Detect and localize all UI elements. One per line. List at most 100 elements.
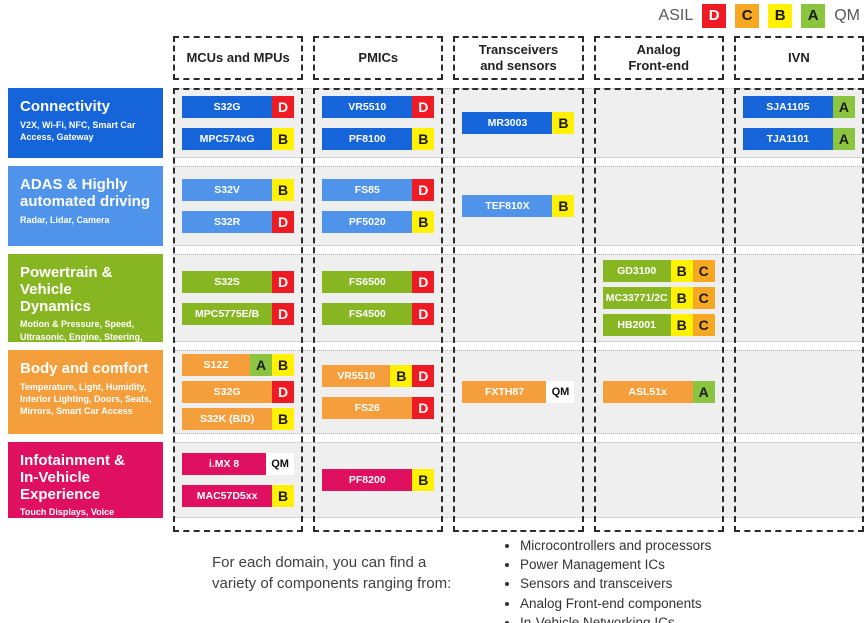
product-chip-label: HB2001 <box>602 314 671 336</box>
footer-bullet: Power Management ICs <box>520 557 711 573</box>
product-chip-label: PF5020 <box>322 211 413 233</box>
asil-badge-b: B <box>768 4 793 28</box>
cell-body-comfort-ivn <box>734 350 864 434</box>
asil-badge-d: D <box>702 4 727 28</box>
product-chip-label: TJA1101 <box>742 128 833 150</box>
asil-badge-b: B <box>552 195 575 217</box>
product-chip-label: FS6500 <box>322 271 413 293</box>
cell-infotainment-ivn <box>734 442 864 518</box>
footer-bullet: Sensors and transceivers <box>520 576 711 592</box>
product-chip-s32k-b-d: S32K (B/D)B <box>182 408 295 430</box>
domain-subtitle-body-comfort: Temperature, Light, Humidity, Interior L… <box>20 381 152 417</box>
domain-title-adas: ADAS & Highly automated driving <box>20 176 151 210</box>
domain-subtitle-adas: Radar, Lidar, Camera <box>20 214 110 225</box>
footer-bullet-list: Microcontrollers and processorsPower Man… <box>502 538 711 623</box>
product-chip-label: MPC574xG <box>182 128 273 150</box>
asil-badge-d: D <box>272 381 295 403</box>
asil-badge-d: D <box>412 271 435 293</box>
asil-badge-qm: QM <box>266 453 295 475</box>
domain-title-body-comfort: Body and comfort <box>20 360 149 377</box>
asil-badge-a: A <box>250 354 273 376</box>
asil-badge-d: D <box>412 303 435 325</box>
product-chip-label: PF8200 <box>322 469 413 491</box>
asil-badge-c: C <box>692 260 715 282</box>
product-chip-label: S32G <box>182 381 273 403</box>
footer-bullet: Analog Front-end components <box>520 596 711 612</box>
product-chip-label: MC33771/2C <box>602 287 671 309</box>
asil-badge-b: B <box>670 260 693 282</box>
column-header-ivn: IVN <box>733 36 864 80</box>
column-header-mcus-and-mpus: MCUs and MPUs <box>173 36 304 80</box>
product-chip-label: SJA1105 <box>742 96 833 118</box>
product-chip-label: VR5510 <box>322 96 413 118</box>
product-chip-label: S32G <box>182 96 273 118</box>
asil-badge-b: B <box>272 354 295 376</box>
product-chip-label: PF8100 <box>322 128 413 150</box>
cell-adas-ivn <box>734 166 864 246</box>
asil-badge-b: B <box>390 365 413 387</box>
row-band-powertrain <box>173 254 864 342</box>
product-chip-label: S32K (B/D) <box>182 408 273 430</box>
asil-badge-d: D <box>272 211 295 233</box>
asil-badge-b: B <box>412 211 435 233</box>
product-chip-label: S32R <box>182 211 273 233</box>
asil-badge-b: B <box>272 179 295 201</box>
product-chip-label: GD3100 <box>602 260 671 282</box>
cell-infotainment-transceivers <box>453 442 583 518</box>
product-chip-label: VR5510 <box>322 365 391 387</box>
asil-badge-b: B <box>272 128 295 150</box>
column-header-analog: Analog Front-end <box>593 36 724 80</box>
footer: For each domain, you can find a variety … <box>212 538 711 623</box>
product-chip-label: i.MX 8 <box>182 453 267 475</box>
asil-badge-b: B <box>412 128 435 150</box>
footer-bullet: Microcontrollers and processors <box>520 538 711 554</box>
asil-badge-a: A <box>692 381 715 403</box>
asil-badge-d: D <box>272 303 295 325</box>
footer-bullet: In-Vehicle Networking ICs <box>520 615 711 623</box>
asil-badge-c: C <box>692 314 715 336</box>
asil-badge-a: A <box>832 128 855 150</box>
asil-badge-d: D <box>272 96 295 118</box>
asil-badge-b: B <box>670 287 693 309</box>
asil-badge-b: B <box>670 314 693 336</box>
asil-badge-d: D <box>412 179 435 201</box>
domain-title-infotainment: Infotainment & In-Vehicle Experience <box>20 452 125 503</box>
footer-intro-text: For each domain, you can find a variety … <box>212 554 452 592</box>
